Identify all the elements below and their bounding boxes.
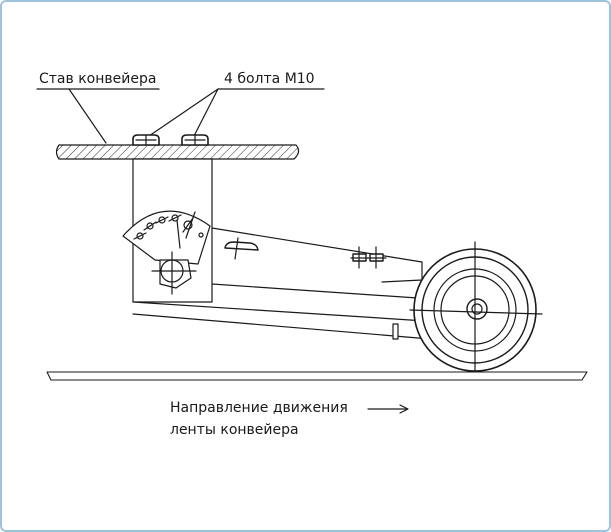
conveyor-frame-label: Став конвейера (39, 71, 157, 87)
arm-clamp (224, 237, 259, 260)
arm-bolts (350, 246, 387, 269)
roller-wheel (409, 241, 543, 379)
sector-plate (122, 210, 211, 265)
bolt-head-right (181, 134, 209, 146)
bolts-leader-line (148, 88, 325, 137)
direction-label-line2: ленты конвейера (170, 422, 299, 438)
pivot-nut (151, 251, 197, 295)
arm-pin (392, 323, 399, 340)
direction-arrow-icon (367, 404, 409, 414)
conveyor-belt-line (46, 371, 588, 381)
direction-label-line1: Направление движения (170, 400, 348, 416)
conveyor-frame-beam (55, 144, 300, 160)
bolts-label: 4 болта М10 (224, 71, 315, 87)
bolt-head-left (132, 134, 160, 146)
frame-leader-line (36, 88, 160, 144)
